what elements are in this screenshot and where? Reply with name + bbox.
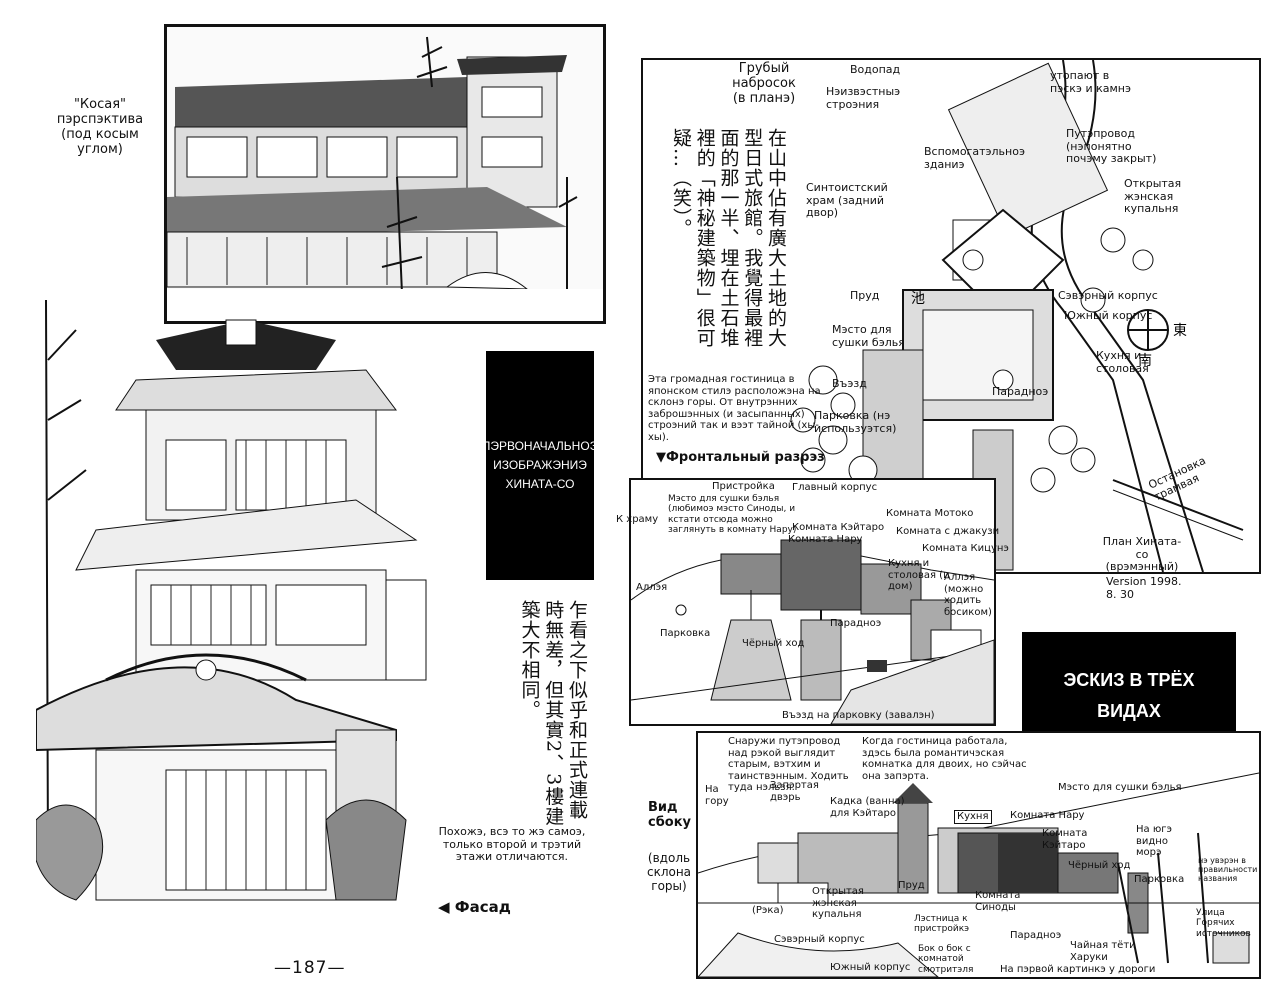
- plan-label-sinking: утопают в пэскэ и камнэ: [1050, 69, 1132, 95]
- front-label-jacuzzi: Комната с джакузи: [896, 526, 1000, 537]
- side-view-panel: [696, 731, 1261, 979]
- side-label-north-wing: Сэвэрный корпус: [774, 934, 865, 945]
- side-label-outside: Снаружи путэпровод над рэкой выглядит ст…: [728, 736, 849, 793]
- front-label-front-door: Парадноэ: [830, 618, 882, 629]
- frontal-section-drawing: [631, 539, 994, 724]
- front-label-entry: Въэзд на парковку (завалэн): [782, 710, 935, 721]
- front-label-kitchen: Кухня и столовая (и дом): [888, 558, 950, 592]
- compass-south: 南: [1138, 353, 1152, 369]
- side-label-first-pic: На пэрвой картинкэ у дороги: [1000, 964, 1156, 975]
- side-label-to-mountain: На гору: [705, 784, 729, 807]
- left-cjk-note: 乍看之下似乎和正式連載時無差，但其實2、3樓建築大不相同。: [518, 600, 589, 827]
- side-label-hot-springs: Улица Горячих источников: [1196, 908, 1251, 939]
- side-label-shinoda: Комната Синоды: [975, 890, 1021, 913]
- plan-label-version: Version 1998. 8. 30: [1106, 575, 1182, 601]
- side-label-teahouse: Чайная тёти Харуки: [1070, 940, 1136, 963]
- facade-label: ◀ Фасад: [438, 898, 511, 916]
- front-label-to-shrine: К храму: [616, 514, 659, 525]
- front-label-main: Главный корпус: [792, 482, 878, 493]
- plan-label-south-wing: Южный корпус: [1064, 309, 1153, 322]
- right-cjk-note: 在山中佔有廣大土地的大型日式旅館。我覺得最裡面的那一半、埋在土石堆裡的「神秘建築…: [670, 128, 787, 348]
- side-label-parking: Парковка: [1134, 874, 1185, 885]
- side-label-kitchen: Кухня: [954, 810, 992, 824]
- front-label-alley2: Аллэя (можно ходить босиком): [944, 572, 992, 618]
- original-image-label: ПЭРВОНАЧАЛЬНОЭ ИЗОБРАЖЭНИЭ ХИНАТА-СО: [482, 351, 598, 580]
- plan-label-waterfall: Водопад: [850, 63, 901, 76]
- oblique-view-label: "Косая" пэрспэктива (под косым углом): [56, 97, 144, 157]
- frontal-section-panel: [629, 478, 996, 726]
- side-view-drawing: [698, 772, 1259, 977]
- front-label-annex: Пристройка: [712, 481, 775, 492]
- plan-label-passage: Путэпровод (нэпонятно почэму закрыт): [1066, 127, 1157, 166]
- side-label-unknown-name: нэ увэрэн в правильности названия: [1198, 856, 1258, 884]
- plan-label-laundry: Мэсто для сушки бэлья: [832, 323, 905, 349]
- side-view-title: Вид сбоку: [648, 800, 692, 830]
- side-label-sea: На югэ видно морэ: [1136, 824, 1172, 858]
- similarity-caption: Похожэ, всэ то жэ самоэ, только второй и…: [438, 825, 586, 864]
- side-label-keitaro: Комната Кэйтаро: [1042, 828, 1088, 851]
- page-number: —187—: [274, 958, 346, 978]
- oblique-view-panel: [164, 24, 606, 324]
- front-label-back-door: Чёрный ход: [742, 638, 805, 649]
- plan-label-aux: Вспомогатэльноэ зданиэ: [924, 145, 1025, 171]
- front-label-keitaro: Комната Кэйтаро: [792, 522, 885, 533]
- side-label-women-bath: Открытая жэнская купальня: [812, 886, 864, 920]
- side-label-front-door: Парадноэ: [1010, 930, 1062, 941]
- side-label-river: (Рэка): [752, 905, 784, 916]
- front-label-kitsune: Комната Кицунэ: [922, 543, 1009, 554]
- plan-label-unknown: Нэизвэстныэ строэния: [826, 85, 901, 111]
- front-label-naru: Комната Нару: [788, 534, 863, 545]
- plan-label-name: План Хината-со (врэмэнный): [1102, 535, 1182, 574]
- plan-label-shrine: Синтоистский храм (задний двор): [806, 181, 888, 220]
- side-label-locked: Запэртая двэрь: [770, 780, 819, 803]
- side-label-south-wing: Южный корпус: [830, 962, 911, 973]
- plan-title: Грубый набросок (в планэ): [732, 61, 796, 106]
- side-label-keitaro-bath: Кадка (ванна) для Кэйтаро: [830, 796, 905, 819]
- facade-drawing: [35, 299, 446, 930]
- side-label-laundry: Мэсто для сушки бэлья: [1058, 782, 1182, 793]
- plan-label-kitchen: Кухня и столовая: [1096, 349, 1149, 375]
- plan-label-pond: Пруд: [850, 289, 880, 302]
- plan-label-women-bath: Открытая жэнская купальня: [1124, 177, 1182, 216]
- side-label-stairs: Лэстница к пристройкэ: [914, 914, 970, 935]
- front-label-alley: Аллэя: [636, 582, 668, 593]
- side-label-side-by-side: Бок о бок с комнатой смотритэля: [918, 944, 974, 975]
- three-views-title-text: ЭСКИЗ В ТРЁХ ВИДАХ: [1063, 670, 1195, 721]
- front-label-motoko: Комната Мотоко: [886, 508, 974, 519]
- plan-label-north-wing: Сэвэрный корпус: [1058, 289, 1158, 302]
- oblique-building-drawing: [167, 27, 603, 321]
- original-image-label-text: ПЭРВОНАЧАЛЬНОЭ ИЗОБРАЖЭНИЭ ХИНАТА-СО: [481, 438, 599, 492]
- side-label-back-door: Чёрный ход: [1068, 860, 1131, 871]
- plan-label-parking: Парковка (нэ используэтся): [814, 409, 897, 435]
- plan-label-entry: Въэзд: [832, 377, 867, 390]
- plan-label-front-door: Парадноэ: [992, 385, 1049, 398]
- side-view-subtitle: (вдоль склона горы): [646, 851, 692, 893]
- frontal-title: ▼Фронтальный разрэз: [656, 450, 825, 465]
- plan-description: Эта громадная гостиница в японском стилэ…: [648, 374, 821, 443]
- compass-east: 東: [1173, 323, 1187, 339]
- side-label-pond: Пруд: [898, 880, 925, 891]
- side-label-naru: Комната Нару: [1010, 810, 1085, 821]
- front-label-laundry: Мэсто для сушки бэлья (любимоэ мэсто Син…: [668, 494, 797, 536]
- pond-glyph: 池: [911, 291, 925, 307]
- side-label-romantic: Когда гостиница работала, здэсь была ром…: [862, 736, 1027, 782]
- front-label-parking: Парковка: [660, 628, 711, 639]
